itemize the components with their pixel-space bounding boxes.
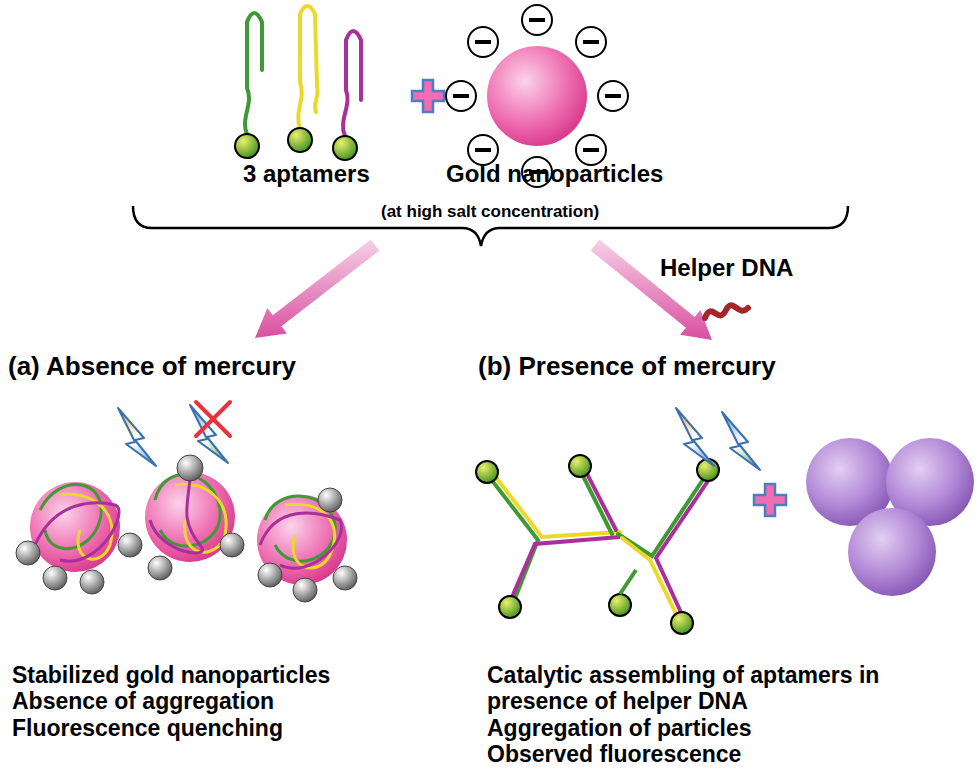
plus-sign (412, 80, 444, 112)
result-note: Observed fluorescence (487, 741, 741, 767)
reagent-label: Helper DNA (660, 254, 793, 282)
branch-arrow (255, 240, 379, 339)
helper-dna-strand (705, 305, 748, 318)
quenched-cross (196, 402, 230, 436)
panel-title: (b) Presence of mercury (478, 352, 776, 382)
gold-nanoparticle (487, 46, 587, 146)
panel-title: (a) Absence of mercury (8, 352, 296, 382)
excitation-bolt (676, 408, 714, 466)
result-note: Absence of aggregation (12, 688, 274, 714)
result-note: Stabilized gold nanoparticles (12, 662, 330, 688)
aggregated-nanoparticles (806, 438, 974, 596)
plus-sign (754, 484, 786, 516)
helper-strand-link (620, 570, 636, 594)
aptamer-strands (245, 6, 361, 136)
stabilized-nanoparticles (16, 455, 357, 602)
component-label: 3 aptamers (243, 160, 370, 188)
condition-label: (at high salt concentration) (381, 202, 599, 222)
aptamer-network (487, 468, 712, 622)
fluorophore-beads (476, 455, 719, 634)
excitation-bolt (118, 408, 156, 466)
result-note: Fluorescence quenching (12, 715, 283, 741)
negative-charges (446, 5, 628, 187)
result-note: Aggregation of particles (487, 715, 752, 741)
component-label: Gold nanoparticles (446, 160, 663, 188)
result-note: Catalytic assembling of aptamers in pres… (487, 662, 937, 715)
aptamer-fluorophores (235, 128, 357, 160)
emission-bolt (722, 412, 760, 470)
